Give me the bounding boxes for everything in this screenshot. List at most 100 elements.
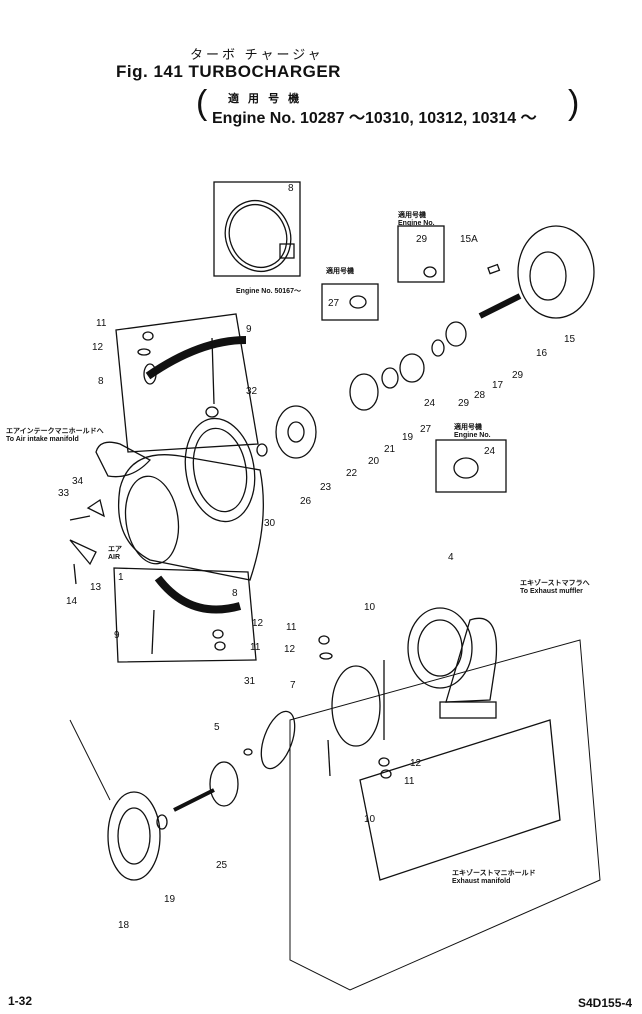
applicable-label-japanese: 適 用 号 機: [228, 93, 303, 105]
bracket-13: [69, 539, 97, 566]
note-box-24: 適用号機 Engine No.: [454, 424, 491, 440]
callout-c11c: 11: [286, 622, 297, 633]
turbine-housing-lower: [407, 607, 473, 689]
note-air-intake: エアインテークマニホールドへ To Air intake manifold: [6, 428, 104, 444]
note-exhaust-muffler: エキゾーストマフラへ To Exhaust muffler: [520, 580, 590, 596]
open-paren-glyph: (: [196, 84, 208, 122]
clamp-lug: [143, 363, 157, 385]
callout-c11a: 11: [96, 318, 107, 329]
callout-c23: 23: [320, 482, 332, 493]
clamp-ring-inner: [228, 204, 288, 268]
callout-c29c: 29: [458, 398, 470, 409]
title-japanese: ターボ チャージャ: [190, 47, 324, 62]
callout-c22: 22: [346, 468, 358, 479]
callout-c8a: 8: [288, 183, 294, 194]
turbine-housing-bore: [529, 251, 567, 301]
detail-box-lower-clamp: [113, 567, 257, 663]
note-air-jp: エア: [108, 546, 122, 553]
callout-c31: 31: [244, 676, 256, 687]
note-exhaust-muffler-jp: エキゾーストマフラへ: [520, 580, 590, 587]
washer-12-lower: [212, 629, 224, 639]
callout-c9b: 9: [114, 630, 120, 641]
callout-c11d: 11: [404, 776, 415, 787]
callout-c12d: 12: [410, 758, 422, 769]
callout-c10a: 10: [364, 602, 376, 613]
callout-c12b: 12: [252, 618, 264, 629]
callout-c25: 25: [216, 860, 228, 871]
callout-c26: 26: [300, 496, 312, 507]
close-paren-glyph: ): [568, 84, 580, 122]
callout-c12c: 12: [284, 644, 296, 655]
clamp-ring-7: [331, 665, 381, 747]
callout-c32: 32: [246, 386, 258, 397]
ring-19-lower: [156, 814, 168, 830]
callout-c8c: 8: [232, 588, 238, 599]
callout-c28: 28: [474, 390, 486, 401]
detail-box-clamp: [213, 181, 301, 277]
compressor-housing-bore: [124, 475, 180, 565]
ring-21: [381, 367, 399, 389]
shaft-16: [478, 293, 522, 319]
exhaust-manifold: [359, 719, 561, 881]
callout-c12a: 12: [92, 342, 104, 353]
callout-c16: 16: [536, 348, 548, 359]
note-box-29-en: Engine No.: [398, 220, 435, 227]
note-air-en: AIR: [108, 554, 121, 561]
nut-11-c: [318, 635, 330, 645]
bearing-17: [445, 321, 467, 347]
bolt-9-upper: [211, 337, 215, 405]
ring-28: [431, 339, 445, 357]
callout-c4: 4: [448, 552, 454, 563]
callout-c19a: 19: [402, 432, 414, 443]
center-housing-ring: [184, 417, 256, 523]
washer-12: [137, 348, 151, 356]
note-box-27-jp: 適用号機: [326, 268, 354, 275]
callout-c34: 34: [72, 476, 84, 487]
back-plate-18: [107, 791, 161, 881]
figure-number: Fig. 141: [116, 62, 184, 81]
detail-box-upper-clamp: [115, 313, 259, 453]
compressor-wheel: [275, 405, 317, 459]
nut-11-d: [380, 769, 392, 779]
bolt-10-lower: [327, 739, 331, 777]
callout-c24a: 24: [424, 398, 436, 409]
note-exhaust-manifold: エキゾーストマニホールド Exhaust manifold: [452, 870, 536, 886]
callout-c19b: 19: [164, 894, 176, 905]
lower-clamp-half: [154, 575, 242, 614]
turbine-flange: [439, 701, 497, 719]
callout-c29a: 29: [416, 234, 428, 245]
center-housing-ring-inner: [192, 427, 248, 513]
callout-c17: 17: [492, 380, 504, 391]
callout-c27b: 27: [420, 424, 432, 435]
nozzle-ring-31: [260, 710, 296, 770]
callout-c11b: 11: [250, 642, 261, 653]
callout-c24b: 24: [484, 446, 496, 457]
callout-c1: 1: [118, 572, 124, 583]
bracket-34: [86, 498, 105, 518]
turbine-housing: [517, 225, 595, 319]
callout-c13: 13: [90, 582, 102, 593]
callout-c8b: 8: [98, 376, 104, 387]
note-air-intake-jp: エアインテークマニホールドへ: [6, 428, 104, 435]
bolt-9-lower: [151, 609, 155, 655]
note-box-24-jp: 適用号機: [454, 424, 482, 431]
note-air: エア AIR: [108, 546, 122, 562]
turbine-housing-body: [445, 617, 498, 703]
callout-c18: 18: [118, 920, 130, 931]
part-29-detail: [423, 266, 437, 278]
detail-box-24: [435, 439, 507, 493]
seal-plate-20: [349, 373, 379, 411]
note-exhaust-muffler-en: To Exhaust muffler: [520, 588, 583, 595]
clamp-lug-lower: [205, 406, 219, 418]
o-ring-30: [256, 443, 268, 457]
engine-block-outline: [289, 639, 601, 991]
figure-label: Fig. 141 TURBOCHARGER: [116, 62, 341, 82]
note-air-intake-en: To Air intake manifold: [6, 436, 79, 443]
note-box-29: 適用号機 Engine No.: [398, 212, 435, 228]
note-exhaust-manifold-jp: エキゾーストマニホールド: [452, 870, 536, 877]
bolt-14: [73, 563, 77, 585]
detail-box-29: [397, 225, 445, 283]
thrust-plate-19: [399, 353, 425, 383]
note-box-29-jp: 適用号機: [398, 212, 426, 219]
